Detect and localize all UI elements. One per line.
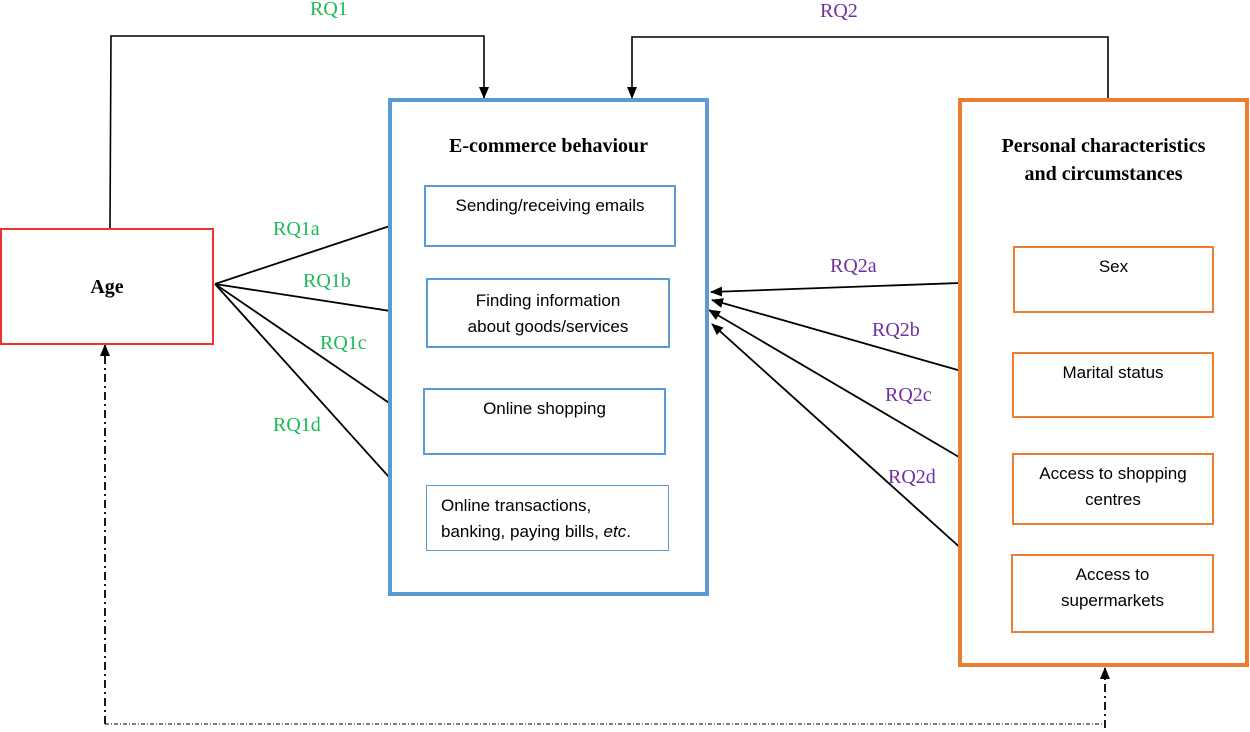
personal-item-access-shopping-centres: Access to shopping centres <box>1012 453 1214 525</box>
ecommerce-title: E-commerce behaviour <box>448 135 649 157</box>
rq1c-label: RQ1c <box>320 332 367 354</box>
rq1a-arrow <box>214 214 421 285</box>
rq2-connector <box>627 36 1109 99</box>
rq2a-label: RQ2a <box>830 255 877 277</box>
label-plain: banking, paying bills, <box>441 522 604 541</box>
personal-item-label: Sex <box>1098 257 1129 276</box>
ecommerce-item-label: Online shopping <box>483 399 606 418</box>
personal-item-marital-status: Marital status <box>1012 352 1214 418</box>
ecommerce-item-finding-information: Finding information about goods/services <box>426 278 670 348</box>
personal-item-label-line2: supermarkets <box>1061 591 1164 610</box>
rq1a-label: RQ1a <box>273 218 320 240</box>
rq2d-label: RQ2d <box>888 466 936 488</box>
rq1-label: RQ1 <box>310 0 348 20</box>
rq1b-label: RQ1b <box>303 270 351 292</box>
personal-item-label-line2: centres <box>1085 490 1141 509</box>
ecommerce-item-label-line1: Finding information <box>475 291 621 310</box>
age-label: Age <box>90 275 124 298</box>
personal-item-label-line1: Access to shopping <box>1039 464 1187 483</box>
label-italic: etc <box>603 522 627 541</box>
rq2c-label: RQ2c <box>885 384 932 406</box>
personal-item-label: Marital status <box>1062 363 1164 382</box>
ecommerce-item-online-shopping: Online shopping <box>423 388 666 455</box>
rq1c-arrow <box>214 283 421 425</box>
rq1-connector <box>109 35 489 229</box>
ecommerce-item-label-line2: about goods/services <box>467 317 629 336</box>
rq2b-label: RQ2b <box>872 319 920 341</box>
personal-item-label-line1: Access to <box>1075 565 1150 584</box>
personal-item-access-supermarkets: Access to supermarkets <box>1011 554 1214 633</box>
personal-title-line1: Personal characteristics <box>1001 135 1206 157</box>
personal-item-sex: Sex <box>1013 246 1214 313</box>
ecommerce-item-label: Sending/receiving emails <box>455 196 645 215</box>
personal-title-line2: and circumstances <box>1024 163 1183 185</box>
ecommerce-item-emails: Sending/receiving emails <box>424 185 676 247</box>
label-end: . <box>626 522 631 541</box>
ecommerce-item-label-line1: Online transactions, <box>441 496 592 515</box>
ecommerce-item-label-line2: banking, paying bills, etc. <box>441 519 631 545</box>
rq2-label: RQ2 <box>820 0 858 22</box>
ecommerce-item-online-transactions: Online transactions, banking, paying bil… <box>426 485 669 551</box>
rq1d-label: RQ1d <box>273 414 321 436</box>
age-node: Age <box>0 228 214 345</box>
